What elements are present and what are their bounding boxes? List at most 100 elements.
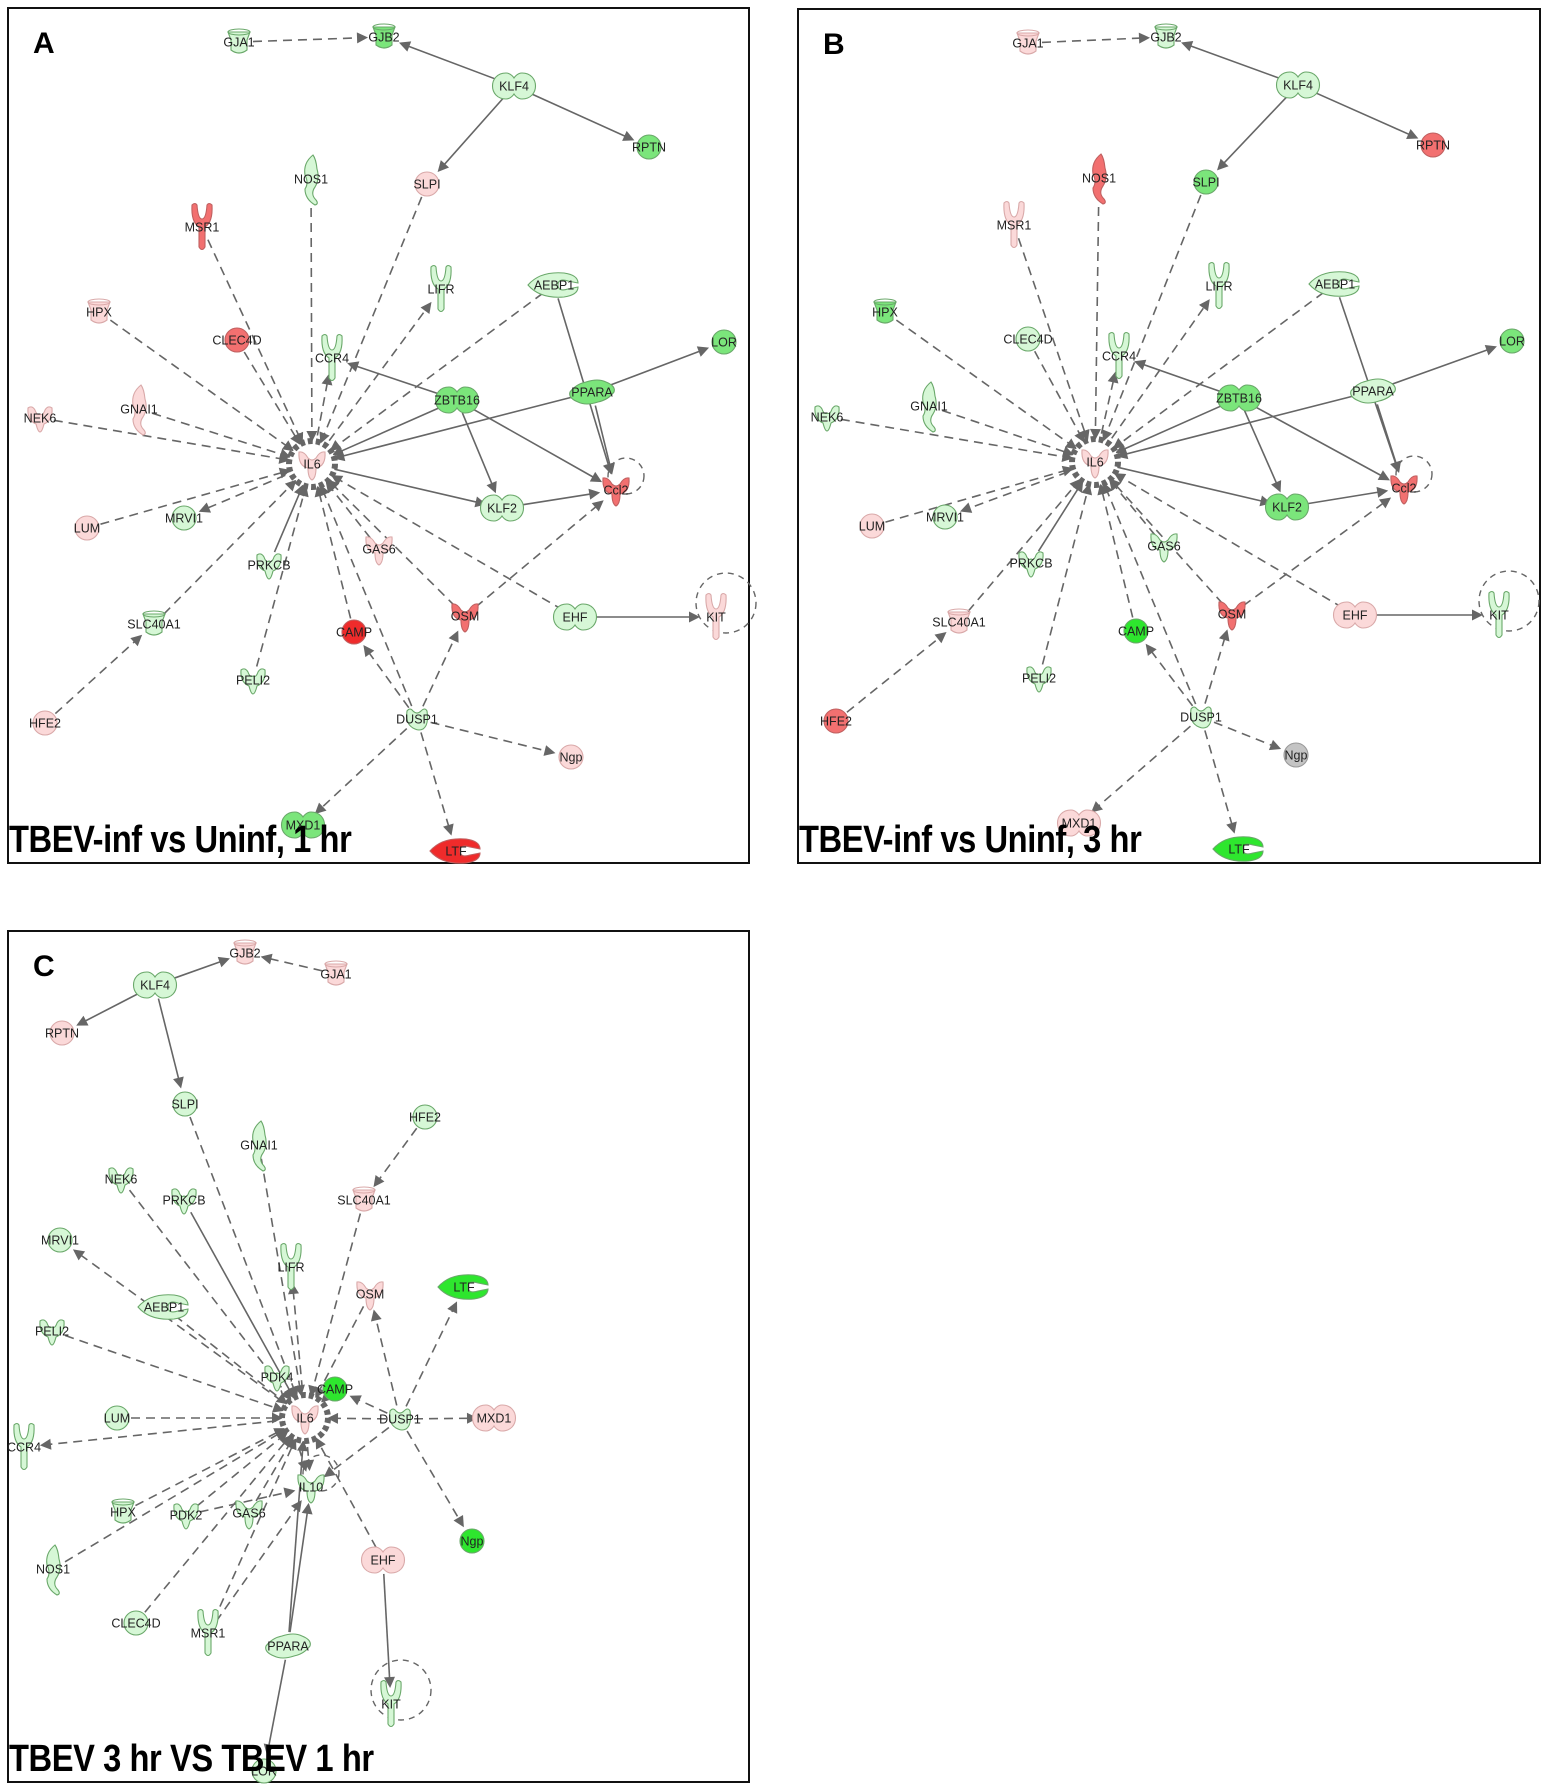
node-mrvi1[interactable]: MRVI1 [165,505,203,531]
node-zbtb16[interactable]: ZBTB16 [434,386,480,414]
node-klf4[interactable]: KLF4 [491,72,537,100]
node-prkcb[interactable]: PRKCB [247,553,291,580]
node-pdk4[interactable]: PDK4 [261,1365,294,1392]
node-zbtb16[interactable]: ZBTB16 [1216,384,1262,412]
node-ccl2[interactable]: Ccl2 [1390,455,1433,505]
node-il6[interactable]: IL6 [279,1392,331,1444]
node-slpi[interactable]: SLPI [413,171,441,197]
node-gja1[interactable]: GJA1 [223,28,255,54]
node-dusp1[interactable]: DUSP1 [1180,706,1222,729]
node-ltf[interactable]: LTF [429,838,481,864]
node-il10[interactable]: IL10 [297,1454,340,1504]
node-mxd1[interactable]: MXD1 [1056,809,1102,837]
node-mrvi1[interactable]: MRVI1 [41,1227,79,1253]
node-ccr4[interactable]: CCR4 [7,1422,41,1471]
node-gja1[interactable]: GJA1 [1012,29,1044,55]
node-peli2[interactable]: PELI2 [236,668,270,695]
node-lifr[interactable]: LIFR [277,1242,305,1291]
node-hfe2[interactable]: HFE2 [29,710,61,736]
node-ppara[interactable]: PPARA [265,1633,311,1659]
node-hpx[interactable]: HPX [86,298,113,324]
node-mxd1[interactable]: MXD1 [471,1404,517,1432]
node-lifr[interactable]: LIFR [427,264,455,313]
node-gnai1[interactable]: GNAI1 [910,381,948,433]
node-gjb2[interactable]: GJB2 [1150,23,1182,49]
node-lum[interactable]: LUM [104,1405,130,1431]
node-camp[interactable]: CAMP [336,619,372,645]
node-ltf[interactable]: LTF [437,1274,489,1300]
node-klf4[interactable]: KLF4 [132,971,178,999]
node-il6[interactable]: IL6 [1069,436,1121,488]
node-nek6[interactable]: NEK6 [24,406,57,433]
node-nos1[interactable]: NOS1 [294,154,328,206]
node-osm[interactable]: OSM [451,603,479,633]
node-rptn[interactable]: RPTN [632,134,666,160]
node-kit[interactable]: KIT [695,572,757,641]
node-rptn[interactable]: RPTN [45,1020,79,1046]
node-lifr[interactable]: LIFR [1205,261,1233,310]
node-gas6[interactable]: GAS6 [1147,533,1181,563]
node-klf2[interactable]: KLF2 [479,494,525,522]
node-ccl2[interactable]: Ccl2 [602,457,645,507]
node-ccr4[interactable]: CCR4 [1102,331,1136,380]
node-osm[interactable]: OSM [356,1281,384,1311]
node-slpi[interactable]: SLPI [171,1091,199,1117]
node-gas6[interactable]: GAS6 [362,536,396,566]
node-gjb2[interactable]: GJB2 [368,23,400,49]
node-ccr4[interactable]: CCR4 [315,333,349,382]
node-msr1[interactable]: MSR1 [185,202,220,251]
node-prkcb[interactable]: PRKCB [162,1188,206,1215]
node-slc40a1[interactable]: SLC40A1 [932,608,986,634]
node-hfe2[interactable]: HFE2 [409,1104,441,1130]
node-msr1[interactable]: MSR1 [997,200,1032,249]
node-msr1[interactable]: MSR1 [191,1608,226,1657]
node-nos1[interactable]: NOS1 [1082,153,1116,205]
node-slpi[interactable]: SLPI [1192,169,1220,195]
node-ngp[interactable]: Ngp [459,1528,485,1554]
node-gnai1[interactable]: GNAI1 [240,1120,278,1172]
node-nek6[interactable]: NEK6 [105,1167,138,1194]
node-aebp1[interactable]: AEBP1 [1308,271,1360,297]
node-ltf[interactable]: LTF [1212,836,1264,862]
node-lor[interactable]: LOR [711,329,737,355]
node-prkcb[interactable]: PRKCB [1009,551,1053,578]
node-nos1[interactable]: NOS1 [36,1544,70,1596]
node-ngp[interactable]: Ngp [558,744,584,770]
node-lor[interactable]: LOR [251,1758,277,1784]
node-pdk2[interactable]: PDK2 [170,1503,203,1530]
node-rptn[interactable]: RPTN [1416,132,1450,158]
node-ppara[interactable]: PPARA [569,379,615,405]
node-kit[interactable]: KIT [370,1659,432,1728]
node-ngp[interactable]: Ngp [1283,742,1309,768]
node-klf2[interactable]: KLF2 [1264,493,1310,521]
node-camp[interactable]: CAMP [317,1376,353,1402]
node-osm[interactable]: OSM [1218,601,1246,631]
node-dusp1[interactable]: DUSP1 [379,1408,421,1431]
node-hpx[interactable]: HPX [872,298,899,324]
node-clec4d[interactable]: CLEC4D [1003,326,1053,352]
node-ehf[interactable]: EHF [552,603,598,631]
node-gjb2[interactable]: GJB2 [229,939,261,965]
node-aebp1[interactable]: AEBP1 [137,1294,189,1320]
node-mrvi1[interactable]: MRVI1 [926,504,964,530]
node-peli2[interactable]: PELI2 [35,1319,69,1346]
node-ehf[interactable]: EHF [360,1546,406,1574]
node-peli2[interactable]: PELI2 [1022,666,1056,693]
node-dusp1[interactable]: DUSP1 [396,708,438,731]
node-kit[interactable]: KIT [1478,570,1540,639]
node-gnai1[interactable]: GNAI1 [120,384,158,436]
node-hpx[interactable]: HPX [110,1498,137,1524]
node-gja1[interactable]: GJA1 [320,960,352,986]
node-hfe2[interactable]: HFE2 [820,708,852,734]
node-clec4d[interactable]: CLEC4D [212,327,262,353]
node-ppara[interactable]: PPARA [1350,378,1396,404]
node-mxd1[interactable]: MXD1 [280,811,326,839]
node-nek6[interactable]: NEK6 [811,405,844,432]
node-slc40a1[interactable]: SLC40A1 [337,1186,391,1212]
node-aebp1[interactable]: AEBP1 [527,272,579,298]
node-klf4[interactable]: KLF4 [1275,71,1321,99]
node-camp[interactable]: CAMP [1118,618,1154,644]
node-il6[interactable]: IL6 [286,438,338,490]
node-ehf[interactable]: EHF [1332,601,1378,629]
node-lor[interactable]: LOR [1499,328,1525,354]
